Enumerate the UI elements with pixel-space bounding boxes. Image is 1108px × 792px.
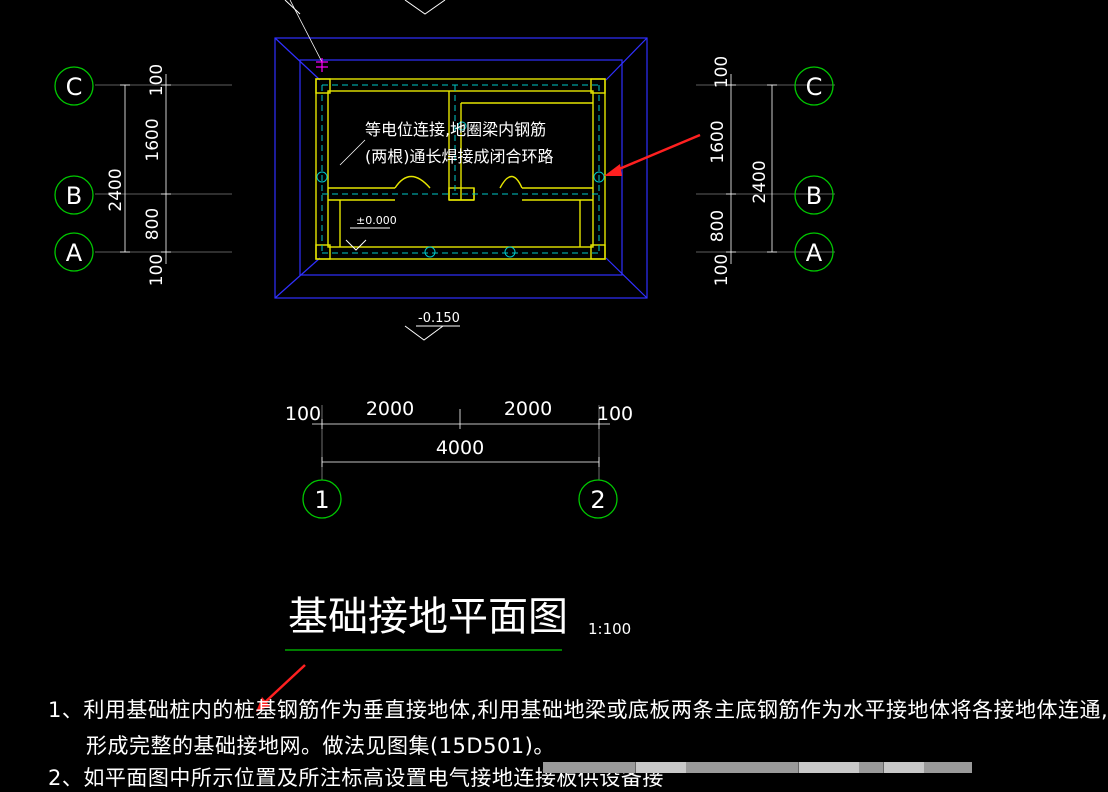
right-dim-1600: 1600 [708, 120, 728, 163]
note-line-1: 1、利用基础桩内的桩基钢筋作为垂直接地体,利用基础地梁或底板两条主底钢筋作为水平… [48, 698, 1108, 722]
drawing-scale: 1:100 [588, 620, 631, 638]
right-dim-total: 2400 [750, 160, 770, 203]
bottom-dim-total: 4000 [436, 437, 484, 459]
note-line-2: 形成完整的基础接地网。做法见图集(15D501)。 [86, 734, 555, 758]
annotation-leader [289, 0, 366, 166]
axis-bottom-1: 1 [314, 486, 329, 514]
drawing-title: 基础接地平面图 [288, 594, 568, 640]
status-tab-2[interactable] [798, 762, 859, 773]
left-dim-100-bottom: 100 [147, 254, 167, 286]
right-dim-100-top: 100 [712, 56, 732, 88]
bottom-dim-2000-left: 2000 [366, 398, 414, 420]
status-bar[interactable] [543, 762, 972, 773]
red-arrow-notes [256, 664, 306, 712]
status-tab-3[interactable] [883, 762, 924, 773]
ground-ring [316, 84, 605, 258]
axis-left-a: A [66, 239, 83, 267]
right-dimensions [726, 74, 777, 264]
drawing-svg: C B A C B A 1 2 100 1600 800 100 2400 10… [54, 0, 835, 712]
level-markers [345, 227, 460, 341]
walls [315, 78, 606, 260]
left-dim-800: 800 [143, 208, 163, 240]
axis-right-b: B [806, 182, 822, 210]
bottom-dim-100-left: 100 [285, 403, 321, 425]
annotation-line-1: 等电位连接,地圈梁内钢筋 [365, 120, 546, 139]
bottom-dim-2000-right: 2000 [504, 398, 552, 420]
magenta-marker [316, 58, 328, 72]
note-line-3: 2、如平面图中所示位置及所注标高设置电气接地连接板供设备接 [48, 766, 664, 790]
left-dim-1600: 1600 [143, 118, 163, 161]
left-dimensions [120, 74, 171, 264]
annotation-line-2: (两根)通长焊接成闭合环路 [365, 147, 554, 166]
bottom-dimensions [312, 409, 610, 467]
left-dim-100-top: 100 [147, 64, 167, 96]
axis-right-c: C [806, 73, 823, 101]
axis-left-b: B [66, 182, 82, 210]
axis-right-a: A [806, 239, 823, 267]
bottom-dim-100-right: 100 [597, 403, 633, 425]
axis-bottom-2: 2 [590, 486, 605, 514]
right-dim-800: 800 [708, 210, 728, 242]
axis-left-c: C [66, 73, 83, 101]
left-dim-total: 2400 [106, 168, 126, 211]
status-tab-1[interactable] [635, 762, 686, 773]
axis-bubbles [54, 66, 834, 519]
red-arrow-right [604, 133, 701, 176]
top-elevation-marker [284, 0, 446, 15]
level-inner: ±0.000 [356, 214, 397, 227]
level-outer: -0.150 [418, 311, 460, 326]
right-dim-100-bottom: 100 [712, 254, 732, 286]
